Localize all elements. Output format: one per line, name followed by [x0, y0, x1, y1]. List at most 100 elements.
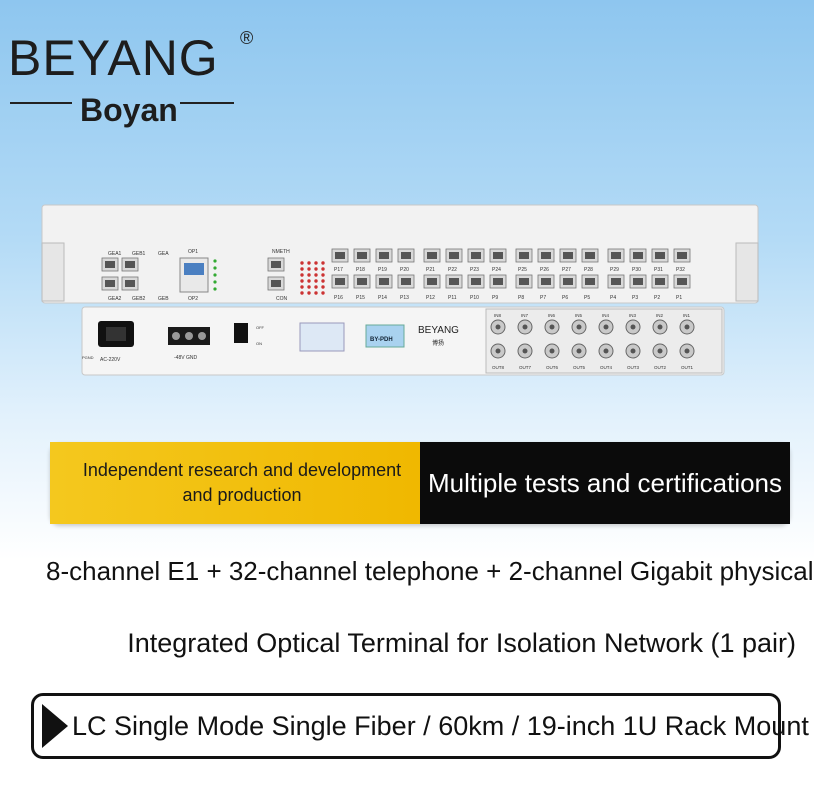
power-label: AC-220V [100, 357, 121, 363]
e1-led [300, 273, 304, 277]
phone-label-top: P17 [334, 267, 343, 273]
phone-port-top-socket [585, 252, 595, 259]
coax-out-label: OUT1 [681, 365, 693, 370]
phone-label-top: P29 [610, 267, 619, 273]
coax-in-pin [549, 324, 555, 330]
dc-screw [172, 332, 180, 340]
rear-brand: BEYANG [418, 325, 459, 336]
phone-port-bottom-socket [519, 278, 529, 285]
phone-label-top: P24 [492, 267, 501, 273]
e1-led [314, 285, 318, 289]
dc-label: -48V GND [174, 355, 197, 361]
led [213, 273, 217, 277]
ge-label-bottom-0: GEA2 [108, 296, 122, 302]
phone-port-top-socket [633, 252, 643, 259]
e1-led [307, 285, 311, 289]
model-label: BY-PDH [370, 337, 393, 343]
coax-out-label: OUT2 [654, 365, 666, 370]
phone-label-top: P32 [676, 267, 685, 273]
model-sticker [365, 324, 405, 348]
ge-label-top-1: GEB1 [132, 251, 146, 257]
phone-label-bottom: P1 [676, 295, 682, 301]
ge-label-bottom-1: GEB2 [132, 296, 146, 302]
coax-in-label: IN6 [548, 313, 556, 318]
phone-label-top: P25 [518, 267, 527, 273]
led [213, 280, 217, 284]
ge-port-top-0-socket [105, 261, 115, 268]
coax-in-pin [657, 324, 663, 330]
power-socket-inner [106, 327, 126, 341]
phone-label-top: P26 [540, 267, 549, 273]
coax-in-label: IN1 [683, 313, 691, 318]
phone-port-top-socket [655, 252, 665, 259]
feature-banner: Independent research and development and… [50, 442, 790, 524]
coax-in-pin [495, 324, 501, 330]
phone-label-top: P18 [356, 267, 365, 273]
spec-line-fiber: LC Single Mode Single Fiber / 60km / 19-… [72, 711, 809, 741]
coax-out-pin [495, 348, 501, 354]
coax-out-pin [522, 348, 528, 354]
registered-mark: ® [240, 28, 254, 48]
led [213, 266, 217, 270]
e1-led [307, 291, 311, 295]
phone-port-top-socket [611, 252, 621, 259]
dc-screw [185, 332, 193, 340]
phone-port-top-socket [449, 252, 459, 259]
e1-led [300, 285, 304, 289]
e1-led [300, 291, 304, 295]
logo-line-left [10, 102, 72, 104]
coax-out-label: OUT5 [573, 365, 585, 370]
phone-port-bottom-socket [449, 278, 459, 285]
e1-led [314, 273, 318, 277]
phone-port-bottom-socket [585, 278, 595, 285]
spec-line-channels: 8-channel E1 + 32-channel telephone + 2-… [46, 556, 814, 586]
dc-screw [198, 332, 206, 340]
phone-port-top-socket [401, 252, 411, 259]
phone-label-top: P21 [426, 267, 435, 273]
coax-out-label: OUT7 [519, 365, 531, 370]
con-port-socket [271, 280, 281, 287]
rack-ear-left [41, 242, 65, 302]
phone-label-top: P20 [400, 267, 409, 273]
phone-label-top: P31 [654, 267, 663, 273]
phone-port-bottom-socket [471, 278, 481, 285]
optical-label-top: OP1 [188, 249, 198, 255]
phone-label-bottom: P9 [492, 295, 498, 301]
phone-port-top-socket [541, 252, 551, 259]
phone-port-bottom-socket [611, 278, 621, 285]
coax-in-label: IN3 [629, 313, 637, 318]
led [213, 259, 217, 263]
phone-label-bottom: P14 [378, 295, 387, 301]
phone-port-top-socket [563, 252, 573, 259]
phone-label-bottom: P8 [518, 295, 524, 301]
phone-label-top: P30 [632, 267, 641, 273]
power-switch [234, 323, 248, 343]
phone-port-bottom-socket [541, 278, 551, 285]
phone-label-bottom: P12 [426, 295, 435, 301]
nmeth-port-socket [271, 261, 281, 268]
e1-led [300, 261, 304, 265]
banner-right-text: Multiple tests and certifications [420, 442, 790, 524]
phone-label-bottom: P6 [562, 295, 568, 301]
ge-label-bottom-2: GEB [158, 296, 169, 302]
brand-subname: Boyan [80, 92, 178, 128]
e1-led [321, 267, 325, 271]
phone-label-bottom: P7 [540, 295, 546, 301]
e1-led [321, 285, 325, 289]
e1-led [321, 261, 325, 265]
coax-in-pin [603, 324, 609, 330]
phone-port-bottom-socket [335, 278, 345, 285]
phone-label-top: P19 [378, 267, 387, 273]
phone-port-bottom-socket [401, 278, 411, 285]
coax-out-pin [576, 348, 582, 354]
e1-led [314, 267, 318, 271]
phone-port-bottom-socket [633, 278, 643, 285]
phone-label-bottom: P5 [584, 295, 590, 301]
e1-led [307, 261, 311, 265]
phone-label-bottom: P2 [654, 295, 660, 301]
phone-port-top-socket [519, 252, 529, 259]
ge-port-top-1-socket [125, 261, 135, 268]
coax-panel [485, 308, 723, 374]
rear-sticker [299, 322, 345, 352]
